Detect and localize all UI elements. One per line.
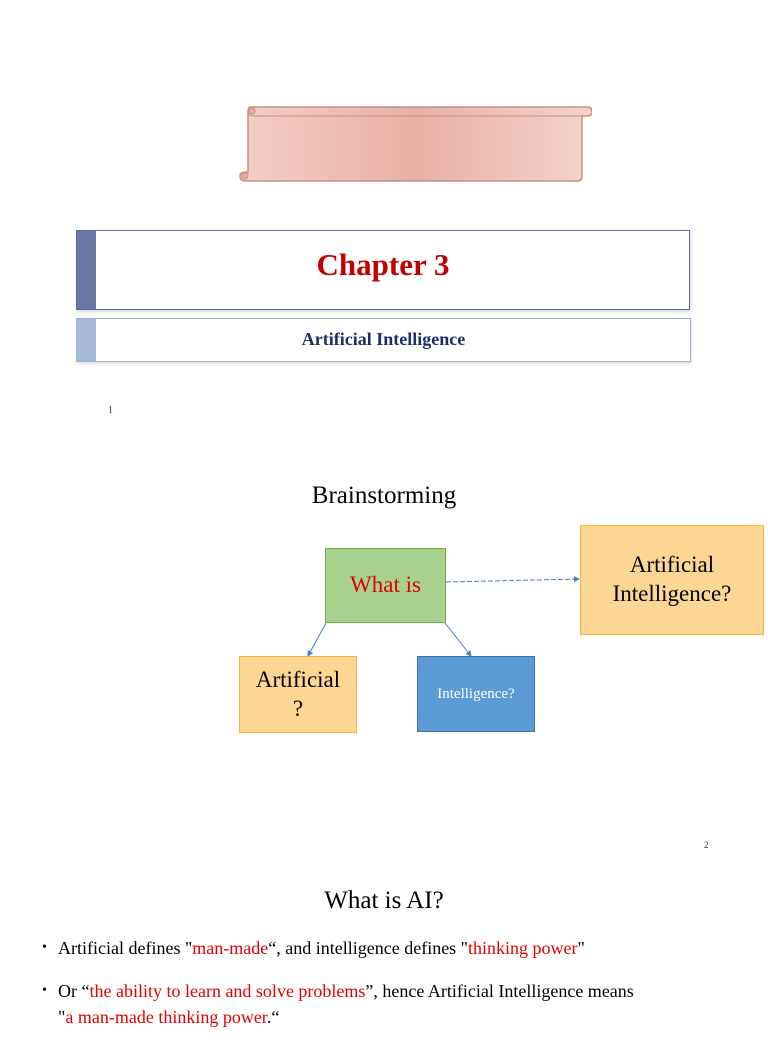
what-is-label: What is bbox=[350, 572, 421, 598]
highlight-text: a man-made thinking power bbox=[65, 1007, 267, 1027]
diagram-arrows bbox=[307, 576, 580, 657]
arrow-to-ai bbox=[445, 576, 580, 583]
list-item: Artificial defines "man-made“, and intel… bbox=[42, 935, 742, 961]
slide-3: What is AI? Artificial defines "man-made… bbox=[0, 860, 768, 1027]
ai-box-line-1: Artificial bbox=[629, 552, 715, 578]
chapter-title: Chapter 3 bbox=[316, 247, 450, 282]
subtitle-accent-bar bbox=[77, 319, 96, 361]
artificial-intelligence-box: Artificial Intelligence? bbox=[580, 525, 764, 635]
artificial-box-line-1: Artificial bbox=[255, 666, 341, 692]
intelligence-label: Intelligence? bbox=[437, 685, 515, 702]
scroll-banner-shape bbox=[238, 103, 592, 185]
what-is-ai-heading: What is AI? bbox=[324, 887, 444, 914]
text-span: Artificial defines " bbox=[58, 938, 193, 958]
intelligence-box: Intelligence? bbox=[417, 656, 535, 732]
text-span: ”, hence Artificial Intelligence means bbox=[365, 981, 634, 1001]
arrow-to-intelligence bbox=[444, 622, 472, 657]
brainstorming-heading: Brainstorming bbox=[311, 482, 457, 509]
chapter-subtitle: Artificial Intelligence bbox=[301, 329, 466, 349]
artificial-box: Artificial ? bbox=[239, 656, 357, 733]
text-span: “, and intelligence defines " bbox=[268, 938, 469, 958]
text-span: " bbox=[577, 938, 585, 958]
text-span: .“ bbox=[266, 1007, 280, 1027]
what-is-box: What is bbox=[325, 548, 446, 623]
highlight-text: man-made bbox=[192, 938, 269, 958]
text-span: Or “ bbox=[58, 981, 90, 1001]
text-span: " bbox=[58, 1007, 66, 1027]
title-accent-bar bbox=[77, 231, 96, 309]
arrow-to-artificial bbox=[307, 622, 327, 657]
title-box: Chapter 3 bbox=[76, 230, 690, 310]
highlight-text: the ability to learn and solve problems bbox=[89, 981, 366, 1001]
definition-list: Artificial defines "man-made“, and intel… bbox=[42, 935, 742, 1047]
list-item: Or “the ability to learn and solve probl… bbox=[42, 978, 742, 1030]
page-number: 2 bbox=[704, 840, 709, 850]
ai-box-line-2: Intelligence? bbox=[612, 581, 732, 606]
slide-2: Brainstorming What is Artificial Intelli… bbox=[0, 430, 768, 860]
subtitle-box: Artificial Intelligence bbox=[76, 318, 691, 362]
page-number: 1 bbox=[108, 405, 113, 416]
slide-1: Chapter 3 Artificial Intelligence 1 bbox=[0, 0, 768, 430]
artificial-box-line-2: ? bbox=[292, 695, 304, 721]
highlight-text: thinking power bbox=[468, 938, 578, 958]
